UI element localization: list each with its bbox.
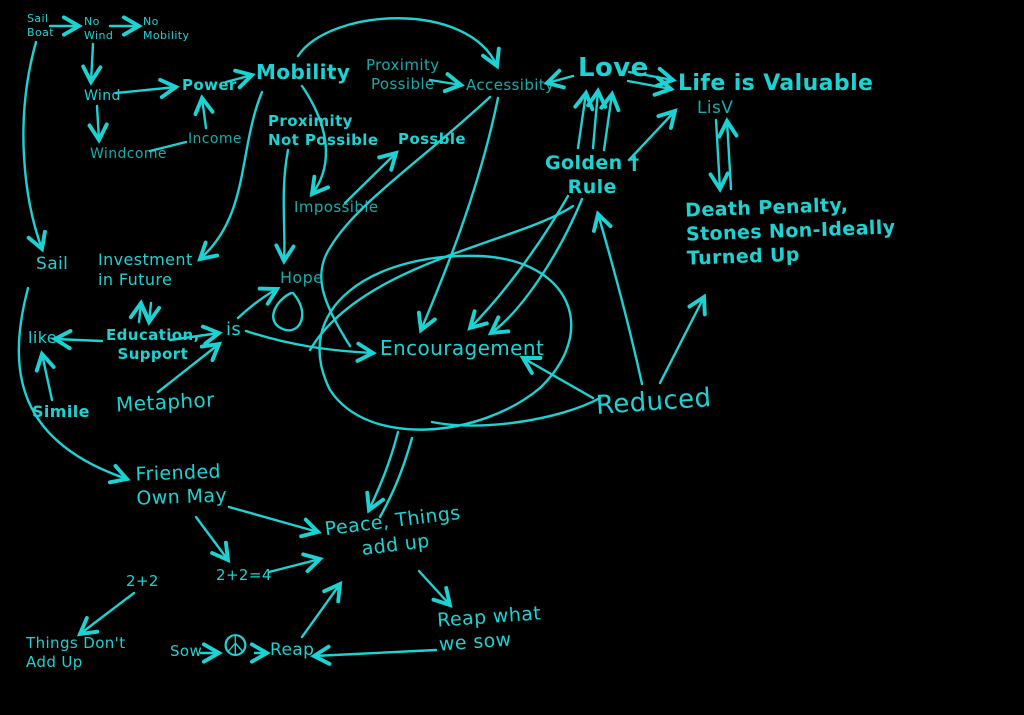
- node-friended: Friended Own May: [135, 460, 228, 510]
- node-reap: Reap: [270, 640, 315, 660]
- edge-goldenrule-encouragement-2: [487, 197, 584, 336]
- edge-wind-power: [114, 77, 180, 100]
- edge-reduced-deathpenalty: [658, 293, 707, 385]
- edge-encouragement-peace-1: [365, 430, 400, 514]
- node-income: Income: [188, 131, 242, 147]
- edge-windcome-income: [148, 140, 188, 153]
- edge-deathpenalty-lisv-up: [717, 117, 739, 191]
- node-wind: Wind: [84, 88, 121, 104]
- node-windcome: Windcome: [90, 146, 167, 162]
- node-no-mobility: No Mobility: [143, 15, 190, 42]
- edge-encouragement-peace-2: [378, 436, 414, 519]
- peace-symbol-icon: ☮: [222, 629, 250, 664]
- edge-left-friended: [17, 286, 131, 485]
- edge-mobility-accessibity-arc: [296, 17, 501, 70]
- edge-reduced-goldenrule: [591, 210, 644, 386]
- blob-curve-4: [430, 396, 602, 427]
- blob-curve-3: [320, 95, 492, 348]
- edge-accessibity-encouragement: [416, 96, 500, 334]
- blob-curve-2: [308, 204, 575, 352]
- node-things-dont: Things Don't Add Up: [26, 634, 126, 671]
- node-two-plus-two: 2+2: [126, 572, 159, 590]
- edge-metaphor-is: [156, 341, 223, 394]
- node-mobility: Mobility: [256, 60, 351, 84]
- node-death-penalty: Death Penalty, Stones Non-Ideally Turned…: [684, 193, 896, 270]
- node-possble: Possble: [398, 130, 467, 148]
- node-sail-boat: Sail Boat: [27, 12, 54, 39]
- edge-mobility-investment: [197, 90, 264, 262]
- node-is: is: [226, 319, 242, 340]
- edge-education-investment-up: [128, 299, 150, 324]
- edge-mobility-impossible: [300, 84, 331, 198]
- node-metaphor: Metaphor: [115, 387, 216, 417]
- edge-love-lifevaluable-2: [626, 75, 675, 97]
- node-no-wind: No Wind: [84, 15, 114, 42]
- node-life-is-valuable: Life is Valuable: [678, 71, 874, 96]
- edge-goldenrule-love-2: [586, 87, 608, 150]
- edge-reapwhat-reap: [310, 644, 438, 666]
- node-simile: Simile: [32, 402, 90, 421]
- edge-nowind-wind: [81, 42, 103, 86]
- edge-education-is: [168, 324, 223, 346]
- blob-loop: [318, 254, 573, 431]
- edge-sailboat-sail: [22, 40, 47, 253]
- node-golden-rule: Golden † Rule: [545, 152, 640, 198]
- edge-friended-224: [194, 515, 231, 564]
- node-sow: Sow: [170, 642, 203, 660]
- edge-22-thingsdont: [76, 591, 136, 637]
- node-lisv: LisV: [697, 98, 734, 118]
- node-proximity-possible: Proximity Possible: [366, 56, 440, 93]
- edge-income-power: [193, 94, 215, 130]
- edge-education-like: [51, 329, 104, 351]
- edge-friended-peace: [227, 505, 322, 539]
- node-proximity-not-possible: Proximity Not Possible: [268, 112, 379, 149]
- edge-wind-windcome: [87, 104, 109, 144]
- node-accessibity: Accessibity: [466, 76, 555, 94]
- edge-impossible-possble: [343, 150, 399, 205]
- edge-investment-education-down: [140, 301, 162, 326]
- edge-goldenrule-lifevaluable: [627, 108, 678, 162]
- node-education: Education, Support: [106, 326, 200, 363]
- edge-224-peace: [267, 552, 324, 574]
- node-power: Power: [182, 76, 237, 94]
- node-like: like: [28, 328, 58, 347]
- edge-peace-reapwhat: [417, 569, 453, 608]
- edge-proxnotpossible-hope: [274, 148, 296, 265]
- node-love: Love: [578, 53, 649, 83]
- edge-goldenrule-love-3: [599, 90, 621, 152]
- node-sail: Sail: [36, 254, 69, 274]
- edge-power-mobility: [224, 68, 256, 90]
- edge-goldenrule-love-1: [573, 89, 595, 150]
- edge-proximitypossible-accessibity: [428, 72, 465, 94]
- edge-love-accessibity: [543, 68, 575, 90]
- node-two-plus-two-four: 2+2=4: [216, 566, 272, 584]
- edge-reap-peace: [300, 580, 343, 639]
- node-reap-what: Reap what we sow: [436, 602, 542, 656]
- node-impossible: Impossible: [294, 198, 379, 216]
- edge-simile-like: [34, 350, 56, 402]
- node-encouragement: Encouragement: [380, 336, 545, 360]
- node-hope: Hope: [280, 268, 324, 287]
- node-investment: Investment in Future: [98, 250, 193, 289]
- edge-lisv-deathpenalty-down: [708, 118, 730, 193]
- edge-is-hope: [236, 286, 281, 320]
- hope-loop: [272, 291, 304, 332]
- edge-reduced-encouragement: [519, 356, 595, 400]
